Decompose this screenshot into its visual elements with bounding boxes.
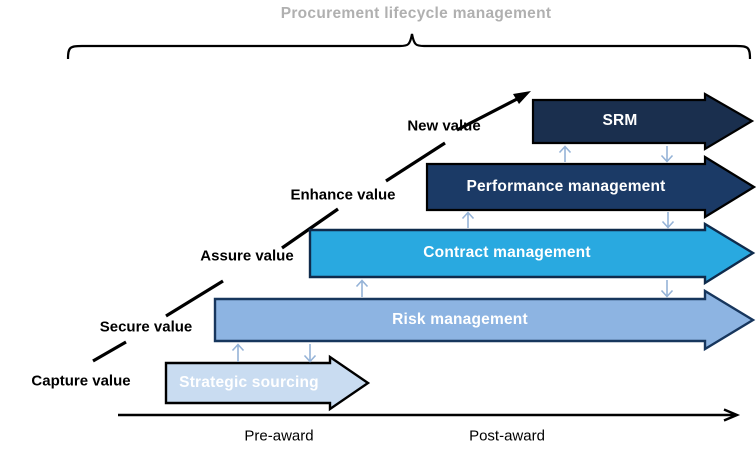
post-award-label: Post-award [469,427,545,445]
ladder-arrowhead-icon [513,91,531,104]
value-label-secure: Secure value [99,318,193,336]
value-label-assure: Assure value [200,247,294,265]
strategic-sourcing-arrow-label: Strategic sourcing [179,374,319,391]
srm-arrow-label: SRM [602,112,638,129]
connector-up-arrow-icon [231,343,245,362]
connector-down-arrow-icon [660,280,674,298]
value-label-capture: Capture value [31,372,131,390]
ladder-segment-2 [165,279,224,318]
value-label-enhance: Enhance value [290,186,396,204]
srm-arrow-shape [531,92,755,151]
risk-management-arrow-shape [213,288,756,352]
value-label-new: New value [407,117,481,135]
pre-award-label: Pre-award [244,427,314,445]
connector-up-arrow-icon [355,279,369,297]
connector-up-arrow-icon [558,145,572,162]
connector-down-arrow-icon [303,344,317,363]
ladder-segment-4 [385,141,446,183]
connector-down-arrow-icon [661,212,675,229]
ladder-segment-3 [281,207,339,250]
connector-up-arrow-icon [461,211,475,228]
ladder-segment-5 [456,96,520,132]
performance-management-arrow-shape [425,155,756,219]
contract-management-arrow-shape [308,221,756,286]
risk-management-arrow-label: Risk management [392,311,528,328]
ladder-segment-1 [92,340,127,363]
timeline-axis [118,408,741,422]
connector-down-arrow-icon [660,146,674,163]
strategic-sourcing-arrow-shape [164,354,371,412]
contract-management-arrow-label: Contract management [423,244,591,261]
diagram-title: Procurement lifecycle management [280,5,552,22]
top-brace [66,33,752,60]
performance-management-arrow-label: Performance management [466,178,666,195]
